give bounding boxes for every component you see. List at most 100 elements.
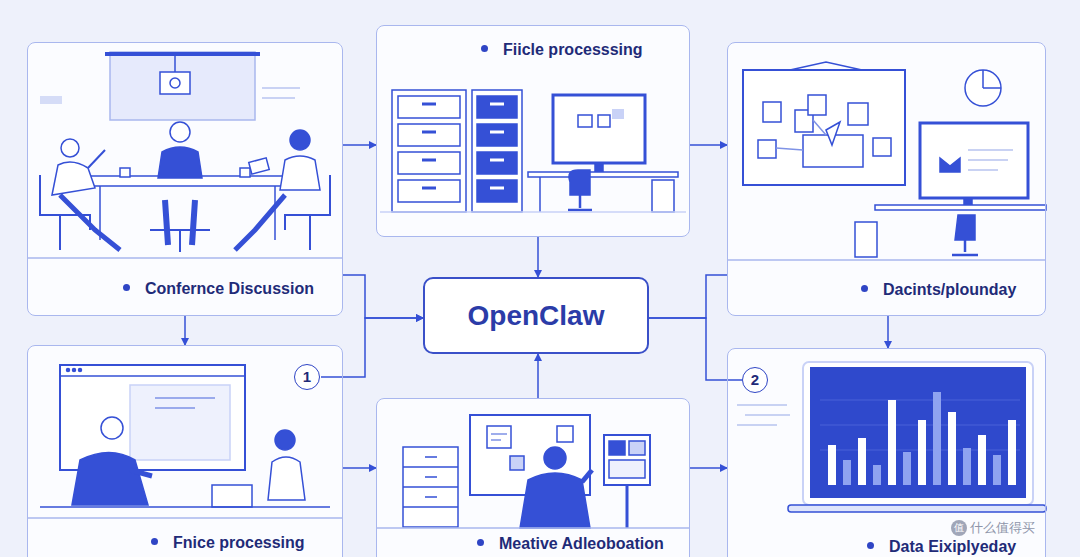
- collaboration-illustration-part: [557, 426, 573, 442]
- filing-illustration-part: [398, 124, 460, 146]
- flow-connector: [649, 318, 727, 380]
- flow-connector: [184, 316, 186, 345]
- meeting-illustration-part: [174, 56, 176, 72]
- collaboration-illustration-part: [403, 447, 458, 527]
- filing-illustration-part: [472, 90, 522, 212]
- meeting-illustration-part: [249, 158, 269, 174]
- filing-illustration-part: [422, 104, 436, 188]
- data-display-illustration-part: [873, 465, 881, 485]
- data-display-illustration-part: [933, 392, 941, 485]
- filing-illustration-part: [539, 177, 541, 212]
- dashboard-illustration-part: [758, 140, 776, 158]
- finance-illustration-part: [73, 369, 76, 372]
- scene-panel: Dacints/plounday: [727, 42, 1046, 316]
- meeting-illustration-part: [274, 186, 276, 240]
- finance-illustration-part: [268, 457, 305, 500]
- data-display-illustration-part: [978, 435, 986, 485]
- collaboration-illustration-part: [609, 460, 645, 478]
- dashboard-illustration-part: [875, 205, 1046, 210]
- finance-illustration-part: [60, 365, 245, 470]
- meeting-illustration-part: [240, 168, 250, 177]
- callout-number: 1: [294, 364, 320, 390]
- dashboard-illustration-part: [763, 102, 781, 122]
- finance-illustration-part: [212, 485, 252, 507]
- flow-connector: [690, 144, 727, 146]
- data-display-illustration: [727, 362, 1046, 512]
- panel-label: Fnice processing: [151, 534, 305, 552]
- filing-illustration-part: [569, 170, 590, 195]
- collaboration-illustration-part: [626, 485, 629, 528]
- data-display-illustration-part: [918, 420, 926, 485]
- meeting-illustration-part: [105, 52, 260, 56]
- finance-illustration: [27, 365, 343, 518]
- meeting-illustration-part: [60, 195, 120, 250]
- watermark-logo: 值: [951, 520, 967, 536]
- meeting-illustration-part: [88, 150, 105, 168]
- meeting-illustration-part: [40, 175, 90, 250]
- finance-illustration-part: [130, 385, 230, 460]
- collaboration-illustration-part: [582, 470, 592, 482]
- dashboard-illustration-part: [848, 103, 868, 125]
- flow-connector: [690, 467, 727, 469]
- finance-illustration-part: [40, 506, 330, 508]
- finance-illustration-part: [101, 417, 123, 439]
- panel-label: Dacints/plounday: [861, 281, 1016, 299]
- collaboration-illustration-part: [604, 435, 650, 485]
- filing-illustration-part: [598, 115, 610, 127]
- meeting-illustration-part: [40, 96, 62, 104]
- dashboard-illustration-part: [808, 95, 826, 115]
- collaboration-illustration-part: [609, 441, 625, 455]
- panel-ground-part: [27, 345, 343, 557]
- dashboard-illustration-part: [983, 70, 1001, 88]
- meeting-illustration-part: [158, 147, 202, 178]
- finance-illustration-part: [130, 470, 152, 476]
- collaboration-illustration-part: [544, 447, 566, 469]
- meeting-illustration-part: [285, 175, 330, 250]
- flow-connector: [343, 318, 423, 377]
- finance-illustration-part: [275, 430, 295, 450]
- filing-illustration-part: [477, 124, 517, 146]
- meeting-illustration-part: [160, 72, 190, 94]
- filing-illustration-part: [595, 163, 603, 172]
- dashboard-illustration-part: [952, 240, 978, 255]
- filing-illustration-part: [477, 152, 517, 174]
- meeting-illustration-part: [61, 139, 79, 157]
- dashboard-illustration-part: [964, 198, 972, 205]
- meeting-illustration-part: [170, 122, 190, 142]
- meeting-illustration-part: [150, 230, 210, 252]
- data-display-illustration-part: [948, 412, 956, 485]
- panel-ground: [27, 25, 1046, 557]
- dashboard-illustration-part: [826, 122, 840, 145]
- finance-illustration-part: [67, 369, 70, 372]
- filing-illustration: [380, 90, 686, 212]
- dashboard-illustration-part: [743, 70, 905, 185]
- dashboard-illustration-part: [790, 62, 862, 70]
- filing-illustration-part: [578, 115, 592, 127]
- data-display-illustration-part: [888, 400, 896, 485]
- meeting-illustration-part: [120, 168, 130, 177]
- data-display-illustration-part: [903, 452, 911, 485]
- finance-illustration-part: [60, 375, 245, 377]
- panel-label: Fiicle processsing: [481, 41, 643, 59]
- panel-label: Data Eixiplyeday: [867, 538, 1016, 556]
- data-display-illustration-part: [963, 448, 971, 485]
- finance-illustration-part: [79, 369, 82, 372]
- flow-connector: [537, 354, 539, 398]
- filing-illustration-part: [398, 96, 460, 118]
- callout-number: 2: [742, 367, 768, 393]
- data-display-illustration-part: [858, 438, 866, 485]
- scene-panel: Fiicle processsing: [376, 25, 690, 237]
- filing-illustration-part: [652, 180, 674, 212]
- flow-connector: [887, 316, 889, 348]
- dashboard-illustration-part: [968, 150, 1013, 170]
- dashboard-illustration-part: [940, 158, 960, 172]
- collaboration-illustration-part: [403, 457, 458, 507]
- filing-illustration-part: [568, 195, 592, 210]
- finance-illustration-part: [155, 398, 215, 408]
- flow-connector: [343, 275, 423, 318]
- data-display-illustration-part: [1008, 420, 1016, 485]
- filing-illustration-part: [380, 211, 686, 213]
- scene-panel: Confernce Discussion: [27, 42, 343, 316]
- filing-illustration-part: [398, 152, 460, 174]
- hub-label: OpenClaw: [468, 300, 605, 332]
